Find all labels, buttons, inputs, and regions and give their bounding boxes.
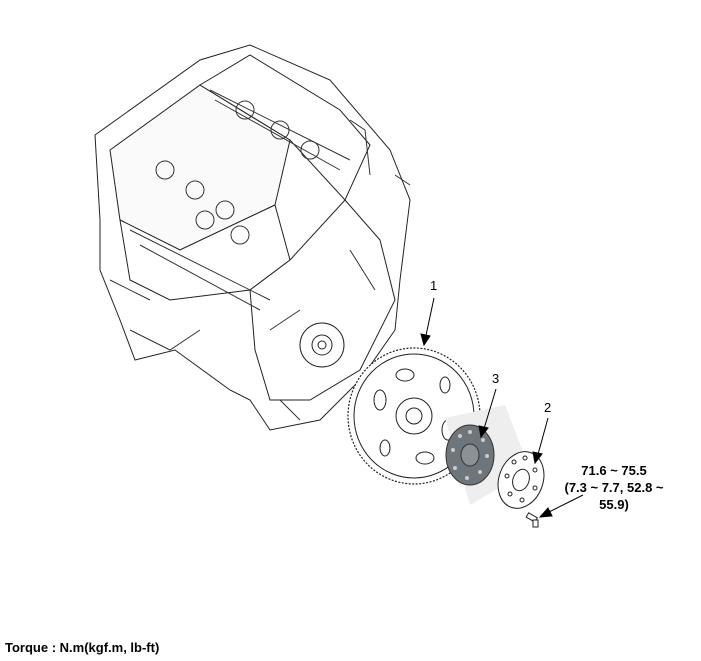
callout-2: 2 <box>544 400 552 415</box>
flywheel <box>347 347 481 485</box>
engine-block <box>94 44 411 431</box>
callout-1: 1 <box>430 278 438 293</box>
torque-value-nm: 71.6 ~ 75.5 <box>581 463 647 478</box>
flywheel-bolt <box>525 512 539 528</box>
callout-3: 3 <box>492 371 500 386</box>
torque-units-legend: Torque : N.m(kgf.m, lb-ft) <box>5 640 160 655</box>
leader-arrows <box>420 297 584 518</box>
torque-spec: 71.6 ~ 75.5 (7.3 ~ 7.7, 52.8 ~ 55.9) <box>548 462 680 513</box>
reinforcement-washer <box>497 451 545 509</box>
torque-value-alt-units: (7.3 ~ 7.7, 52.8 ~ 55.9) <box>564 480 664 512</box>
